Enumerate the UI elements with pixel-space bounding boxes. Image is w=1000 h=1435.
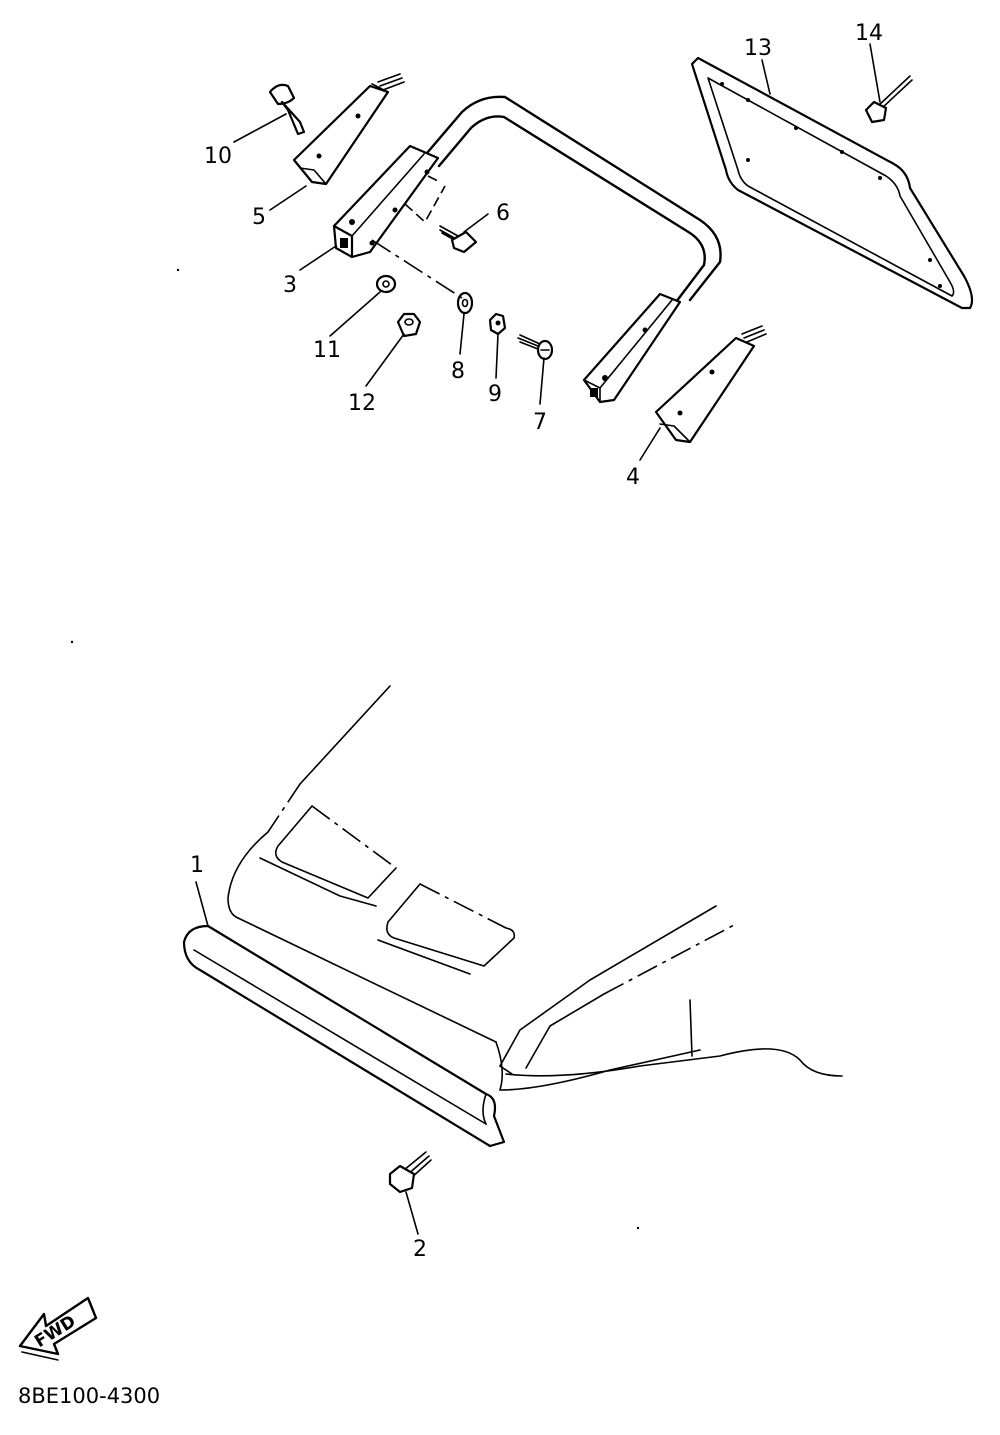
callout-8: 8 [451, 359, 465, 384]
tube-end-bracket [582, 292, 682, 404]
screw-7 [517, 334, 554, 361]
callout-10: 10 [204, 144, 232, 169]
callout-7: 7 [533, 410, 547, 435]
callout-1: 1 [190, 853, 204, 878]
bracket-4 [654, 325, 767, 444]
bolt-6 [439, 225, 478, 254]
callout-6: 6 [496, 201, 510, 226]
callout-13: 13 [744, 36, 772, 61]
callout-3: 3 [283, 273, 297, 298]
gasket-frame-13 [690, 56, 974, 310]
callout-11: 11 [313, 338, 341, 363]
leader-lines [195, 43, 881, 1235]
fwd-arrow-icon: FWD [18, 1296, 98, 1361]
nut-9 [488, 312, 507, 336]
bracket-3 [332, 144, 440, 259]
drawing-code: 8BE100-4300 [18, 1384, 160, 1408]
callout-9: 9 [488, 382, 502, 407]
callout-2: 2 [413, 1237, 427, 1262]
front-bumper-1 [182, 924, 506, 1148]
callout-12: 12 [348, 391, 376, 416]
callout-14: 14 [855, 21, 883, 46]
handle-bar-tube [425, 95, 722, 304]
rivet-14 [864, 75, 913, 124]
bracket-5 [292, 73, 405, 186]
washer-11 [375, 274, 397, 294]
callout-4: 4 [626, 465, 640, 490]
nut-12 [396, 312, 422, 338]
bolt-2 [388, 1151, 432, 1194]
pin-10 [268, 83, 306, 136]
callout-5: 5 [252, 205, 266, 230]
callout-numbers: 1 2 3 4 5 6 7 8 9 10 11 12 13 14 [190, 21, 883, 1262]
hood-outline [227, 685, 843, 1091]
